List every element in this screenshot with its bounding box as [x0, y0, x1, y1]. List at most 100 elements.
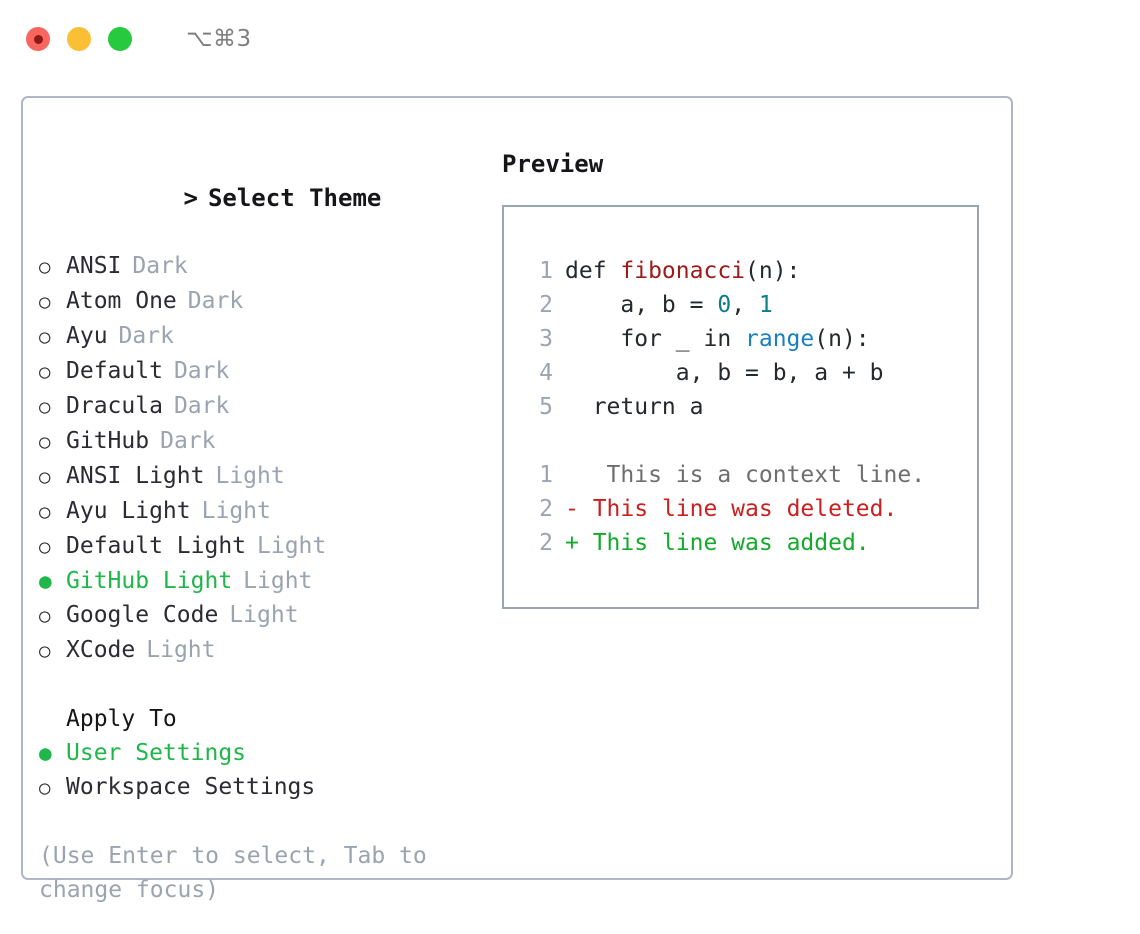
radio-unselected-icon: ○ — [39, 431, 51, 453]
theme-option-label: Atom One — [66, 288, 177, 314]
theme-option-tag: Light — [146, 637, 216, 663]
maximize-button[interactable] — [108, 27, 132, 51]
code-token: (n): — [814, 326, 870, 352]
theme-option-label: ANSI — [66, 253, 122, 279]
radio-unselected-icon: ○ — [39, 396, 51, 418]
page-title-text: Select Theme — [207, 184, 382, 212]
apply-to-option-user-settings[interactable]: ● User Settings — [39, 736, 469, 770]
theme-option-ansi[interactable]: ○ ANSI Dark — [39, 249, 469, 284]
diff-text: This is a context line. — [565, 458, 926, 492]
apply-to-option-label: User Settings — [66, 740, 247, 766]
line-number: 1 — [539, 462, 553, 488]
title-bar: ⌥⌘3 — [0, 0, 1140, 78]
line-number: 5 — [539, 394, 553, 420]
radio-unselected-icon: ○ — [39, 361, 51, 383]
theme-option-label: Ayu — [66, 323, 108, 349]
line-number: 2 — [539, 530, 553, 556]
radio-unselected-icon: ○ — [39, 466, 51, 488]
code-token: range — [745, 326, 815, 352]
radio-selected-icon: ● — [39, 741, 52, 765]
theme-option-tag: Dark — [160, 428, 216, 454]
code-text: return a — [565, 390, 704, 424]
code-token: (n): — [745, 258, 801, 284]
theme-option-default[interactable]: ○ Default Dark — [39, 354, 469, 389]
close-icon — [33, 34, 43, 44]
theme-option-ansi-light[interactable]: ○ ANSI Light Light — [39, 459, 469, 494]
code-token: fibonacci — [620, 258, 746, 284]
diff-content: This line was deleted. — [578, 496, 898, 522]
code-line: 4 a, b = b, a + b — [525, 356, 977, 390]
diff-text: - This line was deleted. — [565, 492, 897, 526]
keyboard-hint: (Use Enter to select, Tab to change focu… — [39, 843, 427, 903]
diff-line-add: 2+ This line was added. — [525, 526, 977, 560]
apply-to-title: Apply To — [66, 706, 177, 732]
code-token: def — [565, 258, 621, 284]
theme-option-label: Default Light — [66, 533, 247, 559]
radio-unselected-icon: ○ — [39, 326, 51, 348]
code-line: 5 return a — [525, 390, 977, 424]
theme-option-tag: Light — [201, 498, 271, 524]
preview-title: Preview — [502, 150, 604, 178]
diff-content: This is a context line. — [578, 462, 926, 488]
prompt-caret-icon: > — [183, 184, 198, 212]
line-number: 3 — [539, 326, 553, 352]
code-text: a, b = b, a + b — [565, 356, 884, 390]
code-token: for _ in — [565, 326, 746, 352]
code-token: a, b = — [565, 292, 718, 318]
code-line: 3 for _ in range(n): — [525, 322, 977, 356]
theme-option-github[interactable]: ○ GitHub Dark — [39, 424, 469, 459]
theme-option-default-light[interactable]: ○ Default Light Light — [39, 529, 469, 564]
apply-to-list: ● User Settings ○Workspace Settings — [39, 736, 469, 805]
diff-sample: 1 This is a context line.2- This line wa… — [525, 458, 977, 560]
theme-option-tag: Light — [215, 463, 285, 489]
theme-option-ayu[interactable]: ○ Ayu Dark — [39, 319, 469, 354]
theme-option-label: Ayu Light — [66, 498, 191, 524]
radio-selected-icon: ● — [39, 569, 52, 593]
theme-option-tag: Dark — [173, 358, 230, 384]
theme-option-label: Default — [66, 358, 163, 384]
diff-sign: + — [565, 530, 579, 556]
code-token: return a — [565, 394, 704, 420]
radio-unselected-icon: ○ — [39, 256, 51, 278]
code-token: a, b = b, a + b — [565, 360, 884, 386]
diff-line-del: 2- This line was deleted. — [525, 492, 977, 526]
code-text: a, b = 0, 1 — [565, 288, 773, 322]
diff-sign — [565, 462, 579, 488]
code-line: 2 a, b = 0, 1 — [525, 288, 977, 322]
code-token: 1 — [758, 292, 773, 318]
line-number: 2 — [539, 496, 553, 522]
page-title: > Select Theme — [39, 147, 469, 249]
theme-option-label: GitHub — [66, 428, 150, 454]
diff-line-ctx: 1 This is a context line. — [525, 458, 977, 492]
line-number: 4 — [539, 360, 553, 386]
radio-unselected-icon: ○ — [39, 536, 51, 558]
close-button[interactable] — [26, 27, 50, 51]
diff-sign: - — [565, 496, 579, 522]
radio-unselected-icon: ○ — [39, 605, 51, 627]
theme-option-tag: Dark — [173, 393, 230, 419]
theme-option-tag: Dark — [187, 288, 244, 314]
code-token: 0 — [717, 292, 732, 318]
spacer — [39, 668, 469, 702]
apply-to-option-workspace-settings[interactable]: ○Workspace Settings — [39, 770, 469, 805]
theme-option-tag: Dark — [118, 323, 174, 349]
theme-option-tag: Dark — [132, 253, 188, 279]
code-text: for _ in range(n): — [565, 322, 870, 356]
theme-option-label: ANSI Light — [66, 463, 205, 489]
theme-option-tag: Light — [257, 533, 327, 559]
minimize-button[interactable] — [67, 27, 91, 51]
